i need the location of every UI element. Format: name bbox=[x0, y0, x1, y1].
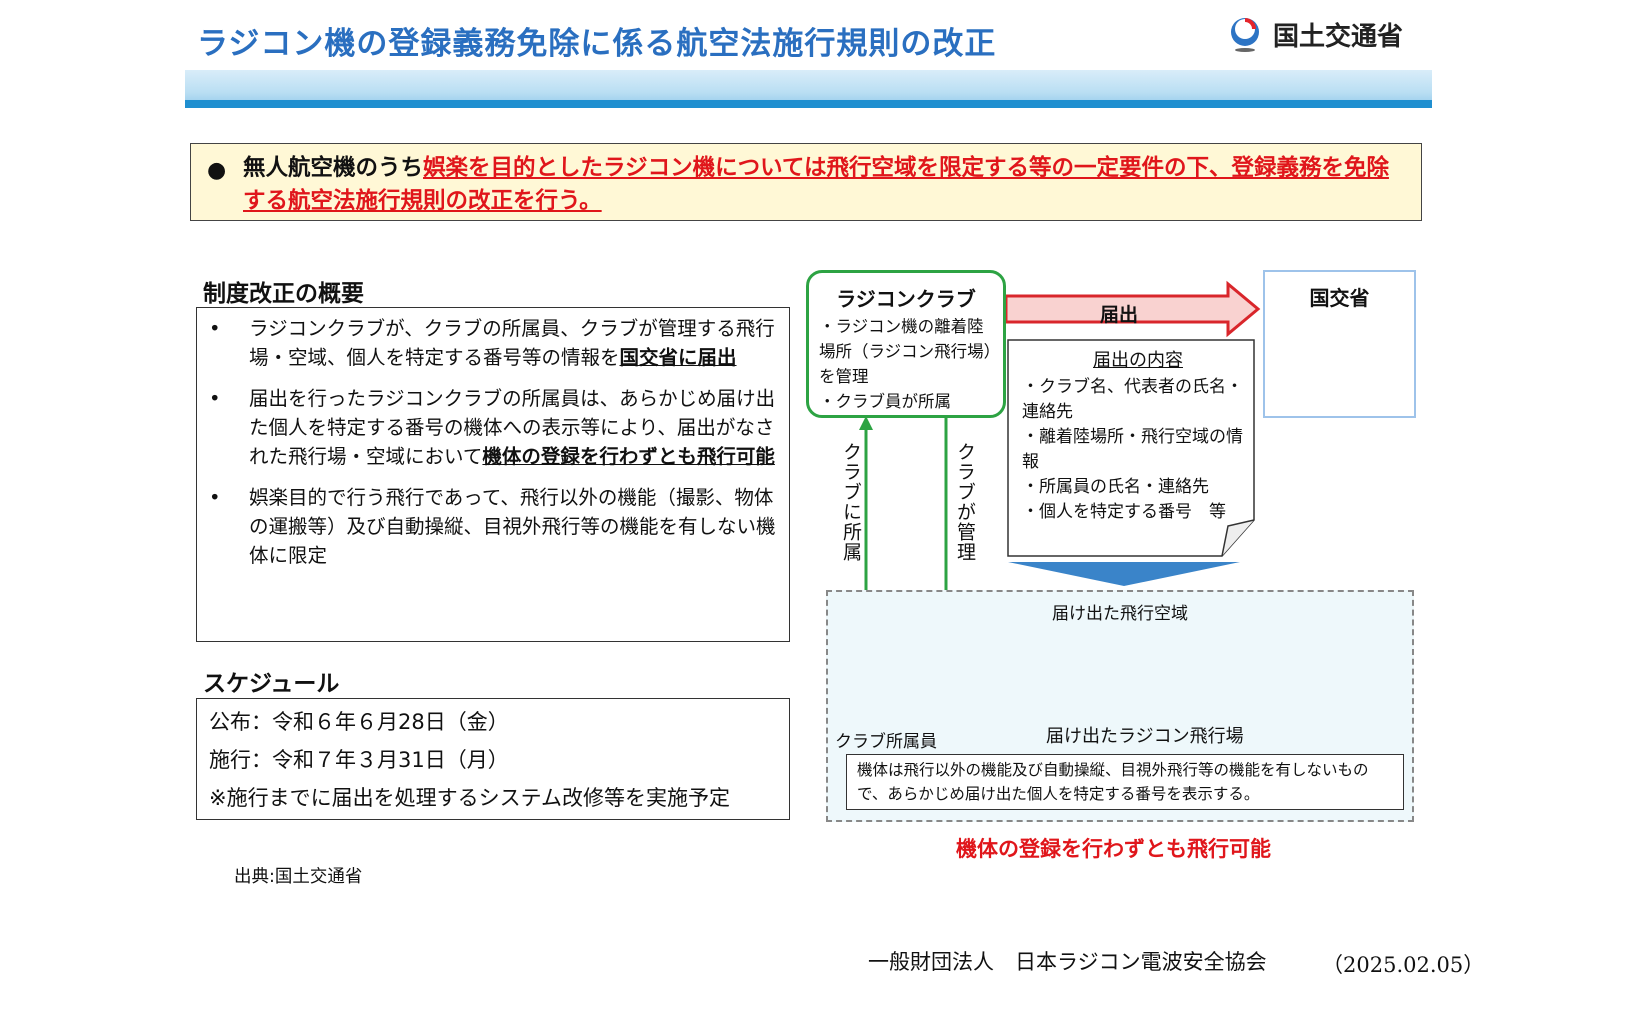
mlit-logo-icon bbox=[1231, 18, 1259, 52]
club-item: ・ラジコン機の離着陸場所（ラジコン飛行場）を管理 bbox=[819, 317, 992, 386]
summary-prefix: 無人航空機のうち bbox=[243, 155, 424, 181]
schedule-heading: スケジュール bbox=[203, 671, 340, 697]
notification-contents: 届出の内容 ・クラブ名、代表者の氏名・連絡先 ・離着陸場所・飛行空域の情報 ・所… bbox=[1022, 348, 1254, 525]
overview-box: ラジコンクラブが、クラブの所属員、クラブが管理する飛行場・空域、個人を特定する番… bbox=[196, 307, 790, 642]
bullet-icon: ● bbox=[207, 158, 227, 183]
doc-item: ・クラブ名、代表者の氏名・連絡先 bbox=[1022, 377, 1243, 422]
overview-item: 娯楽目的で行う飛行であって、飛行以外の機能（撮影、物体の運搬等）及び自動操縦、目… bbox=[209, 483, 779, 570]
overview-item: ラジコンクラブが、クラブの所属員、クラブが管理する飛行場・空域、個人を特定する番… bbox=[209, 314, 779, 372]
doc-item: ・所属員の氏名・連絡先 bbox=[1022, 477, 1209, 497]
summary-box: ● 無人航空機のうち娯楽を目的としたラジコン機については飛行空域を限定する等の一… bbox=[190, 143, 1422, 221]
mlit-label: 国交省 bbox=[1309, 286, 1370, 310]
footer-organization: 一般財団法人 日本ラジコン電波安全協会 bbox=[868, 950, 1267, 974]
rc-club-box: ラジコンクラブ ・ラジコン機の離着陸場所（ラジコン飛行場）を管理 ・クラブ員が所… bbox=[806, 270, 1006, 418]
summary-highlight: 娯楽を目的としたラジコン機については飛行空域を限定する等の一定要件の下、登録義務… bbox=[243, 155, 1389, 214]
schedule-box: 公布：令和６年６月28日（金） 施行：令和７年３月31日（月） ※施行までに届出… bbox=[196, 698, 790, 820]
source-note: 出典:国土交通省 bbox=[234, 867, 363, 887]
airfield-label: 届け出たラジコン飛行場 bbox=[1046, 726, 1244, 747]
down-arrow bbox=[1008, 562, 1240, 586]
aircraft-note: 機体は飛行以外の機能及び自動操縦、目視外飛行等の機能を有しないもので、あらかじめ… bbox=[846, 754, 1404, 810]
schedule-line: 公布：令和６年６月28日（金） bbox=[209, 710, 509, 734]
header-line bbox=[185, 100, 1432, 108]
doc-item: ・離着陸場所・飛行空域の情報 bbox=[1022, 427, 1243, 472]
doc-item: ・個人を特定する番号 等 bbox=[1022, 502, 1226, 522]
brand-name: 国土交通省 bbox=[1273, 21, 1404, 52]
belong-label: クラブに所属 bbox=[840, 442, 862, 562]
club-item: ・クラブ員が所属 bbox=[819, 392, 951, 411]
club-title: ラジコンクラブ bbox=[836, 287, 976, 311]
doc-heading: 届出の内容 bbox=[1093, 350, 1183, 371]
footer-date: （2025.02.05） bbox=[1322, 953, 1485, 977]
schedule-line: 施行：令和７年３月31日（月） bbox=[209, 748, 509, 772]
manage-label: クラブが管理 bbox=[954, 442, 976, 562]
page-title: ラジコン機の登録義務免除に係る航空法施行規則の改正 bbox=[197, 26, 997, 62]
result-text: 機体の登録を行わずとも飛行可能 bbox=[956, 837, 1271, 861]
notify-label: 届出 bbox=[1100, 304, 1139, 326]
overview-heading: 制度改正の概要 bbox=[203, 281, 364, 307]
notify-arrow bbox=[1004, 280, 1261, 338]
overview-item: 届出を行ったラジコンクラブの所属員は、あらかじめ届け出た個人を特定する番号の機体… bbox=[209, 384, 779, 471]
member-label: クラブ所属員 bbox=[835, 732, 937, 752]
schedule-line: ※施行までに届出を処理するシステム改修等を実施予定 bbox=[209, 786, 730, 810]
airspace-label: 届け出た飛行空域 bbox=[1052, 604, 1188, 624]
brand: 国土交通省 bbox=[1225, 14, 1403, 54]
mlit-box: 国交省 bbox=[1263, 270, 1416, 418]
